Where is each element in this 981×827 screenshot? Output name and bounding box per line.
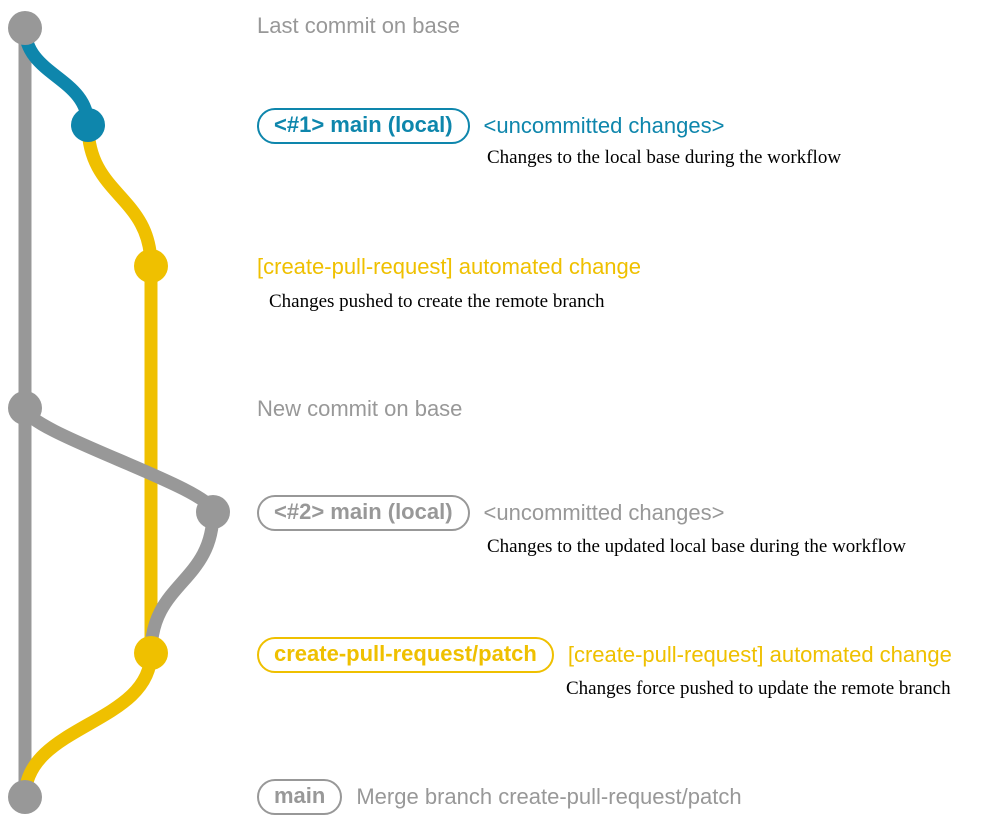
commit-subject: <uncommitted changes> xyxy=(483,113,725,138)
commit-subject: Merge branch create-pull-request/patch xyxy=(356,784,742,809)
commit-node-merge-branch[interactable] xyxy=(8,780,42,814)
commit-node-uncommitted-changes-2[interactable] xyxy=(196,495,230,529)
commit-node-last-commit-on-base[interactable] xyxy=(8,11,42,45)
commit-row-last-commit-on-base: Last commit on base xyxy=(257,15,460,37)
commit-description-2: Changes pushed to create the remote bran… xyxy=(269,291,605,312)
edge-remote-2-to-merge xyxy=(18,646,158,804)
commit-subject: [create-pull-request] automated change xyxy=(257,254,642,279)
branch-tag-label: main xyxy=(274,783,326,808)
edge-detached-to-remote-2 xyxy=(144,505,220,660)
branch-tag-main[interactable]: main xyxy=(257,779,343,815)
branch-tag-main-local-2[interactable]: <#2> main (local) xyxy=(257,495,470,531)
commit-node-uncommitted-changes-1[interactable] xyxy=(71,108,105,142)
commit-subject: [create-pull-request] automated change xyxy=(567,642,952,667)
edge-local-1-to-remote-1 xyxy=(81,118,158,273)
branch-tag-create-pull-request-patch[interactable]: create-pull-request/patch xyxy=(257,637,554,673)
commit-row-merge-branch: main Merge branch create-pull-request/pa… xyxy=(257,779,742,815)
branch-tag-label: <#1> main (local) xyxy=(274,112,453,137)
commit-node-new-commit-on-base[interactable] xyxy=(8,391,42,425)
commit-description-1: Changes to the local base during the wor… xyxy=(487,147,842,168)
commit-description-4: Changes force pushed to update the remot… xyxy=(566,678,951,699)
commit-row-automated-change-1: [create-pull-request] automated change xyxy=(257,256,641,278)
commit-row-uncommitted-changes-1: <#1> main (local) <uncommitted changes> xyxy=(257,108,724,144)
commit-subject: <uncommitted changes> xyxy=(483,500,725,525)
commit-subject: New commit on base xyxy=(257,396,463,421)
branch-tag-label: create-pull-request/patch xyxy=(274,641,537,666)
commit-description-3: Changes to the updated local base during… xyxy=(487,536,906,557)
commit-node-automated-change-1[interactable] xyxy=(134,249,168,283)
commit-row-automated-change-2: create-pull-request/patch [create-pull-r… xyxy=(257,637,952,673)
branch-tag-label: <#2> main (local) xyxy=(274,499,453,524)
commit-subject: Last commit on base xyxy=(257,13,460,38)
commit-row-new-commit-on-base: New commit on base xyxy=(257,398,462,420)
commit-row-uncommitted-changes-2: <#2> main (local) <uncommitted changes> xyxy=(257,495,724,531)
branch-tag-main-local-1[interactable]: <#1> main (local) xyxy=(257,108,470,144)
commit-node-automated-change-2[interactable] xyxy=(134,636,168,670)
